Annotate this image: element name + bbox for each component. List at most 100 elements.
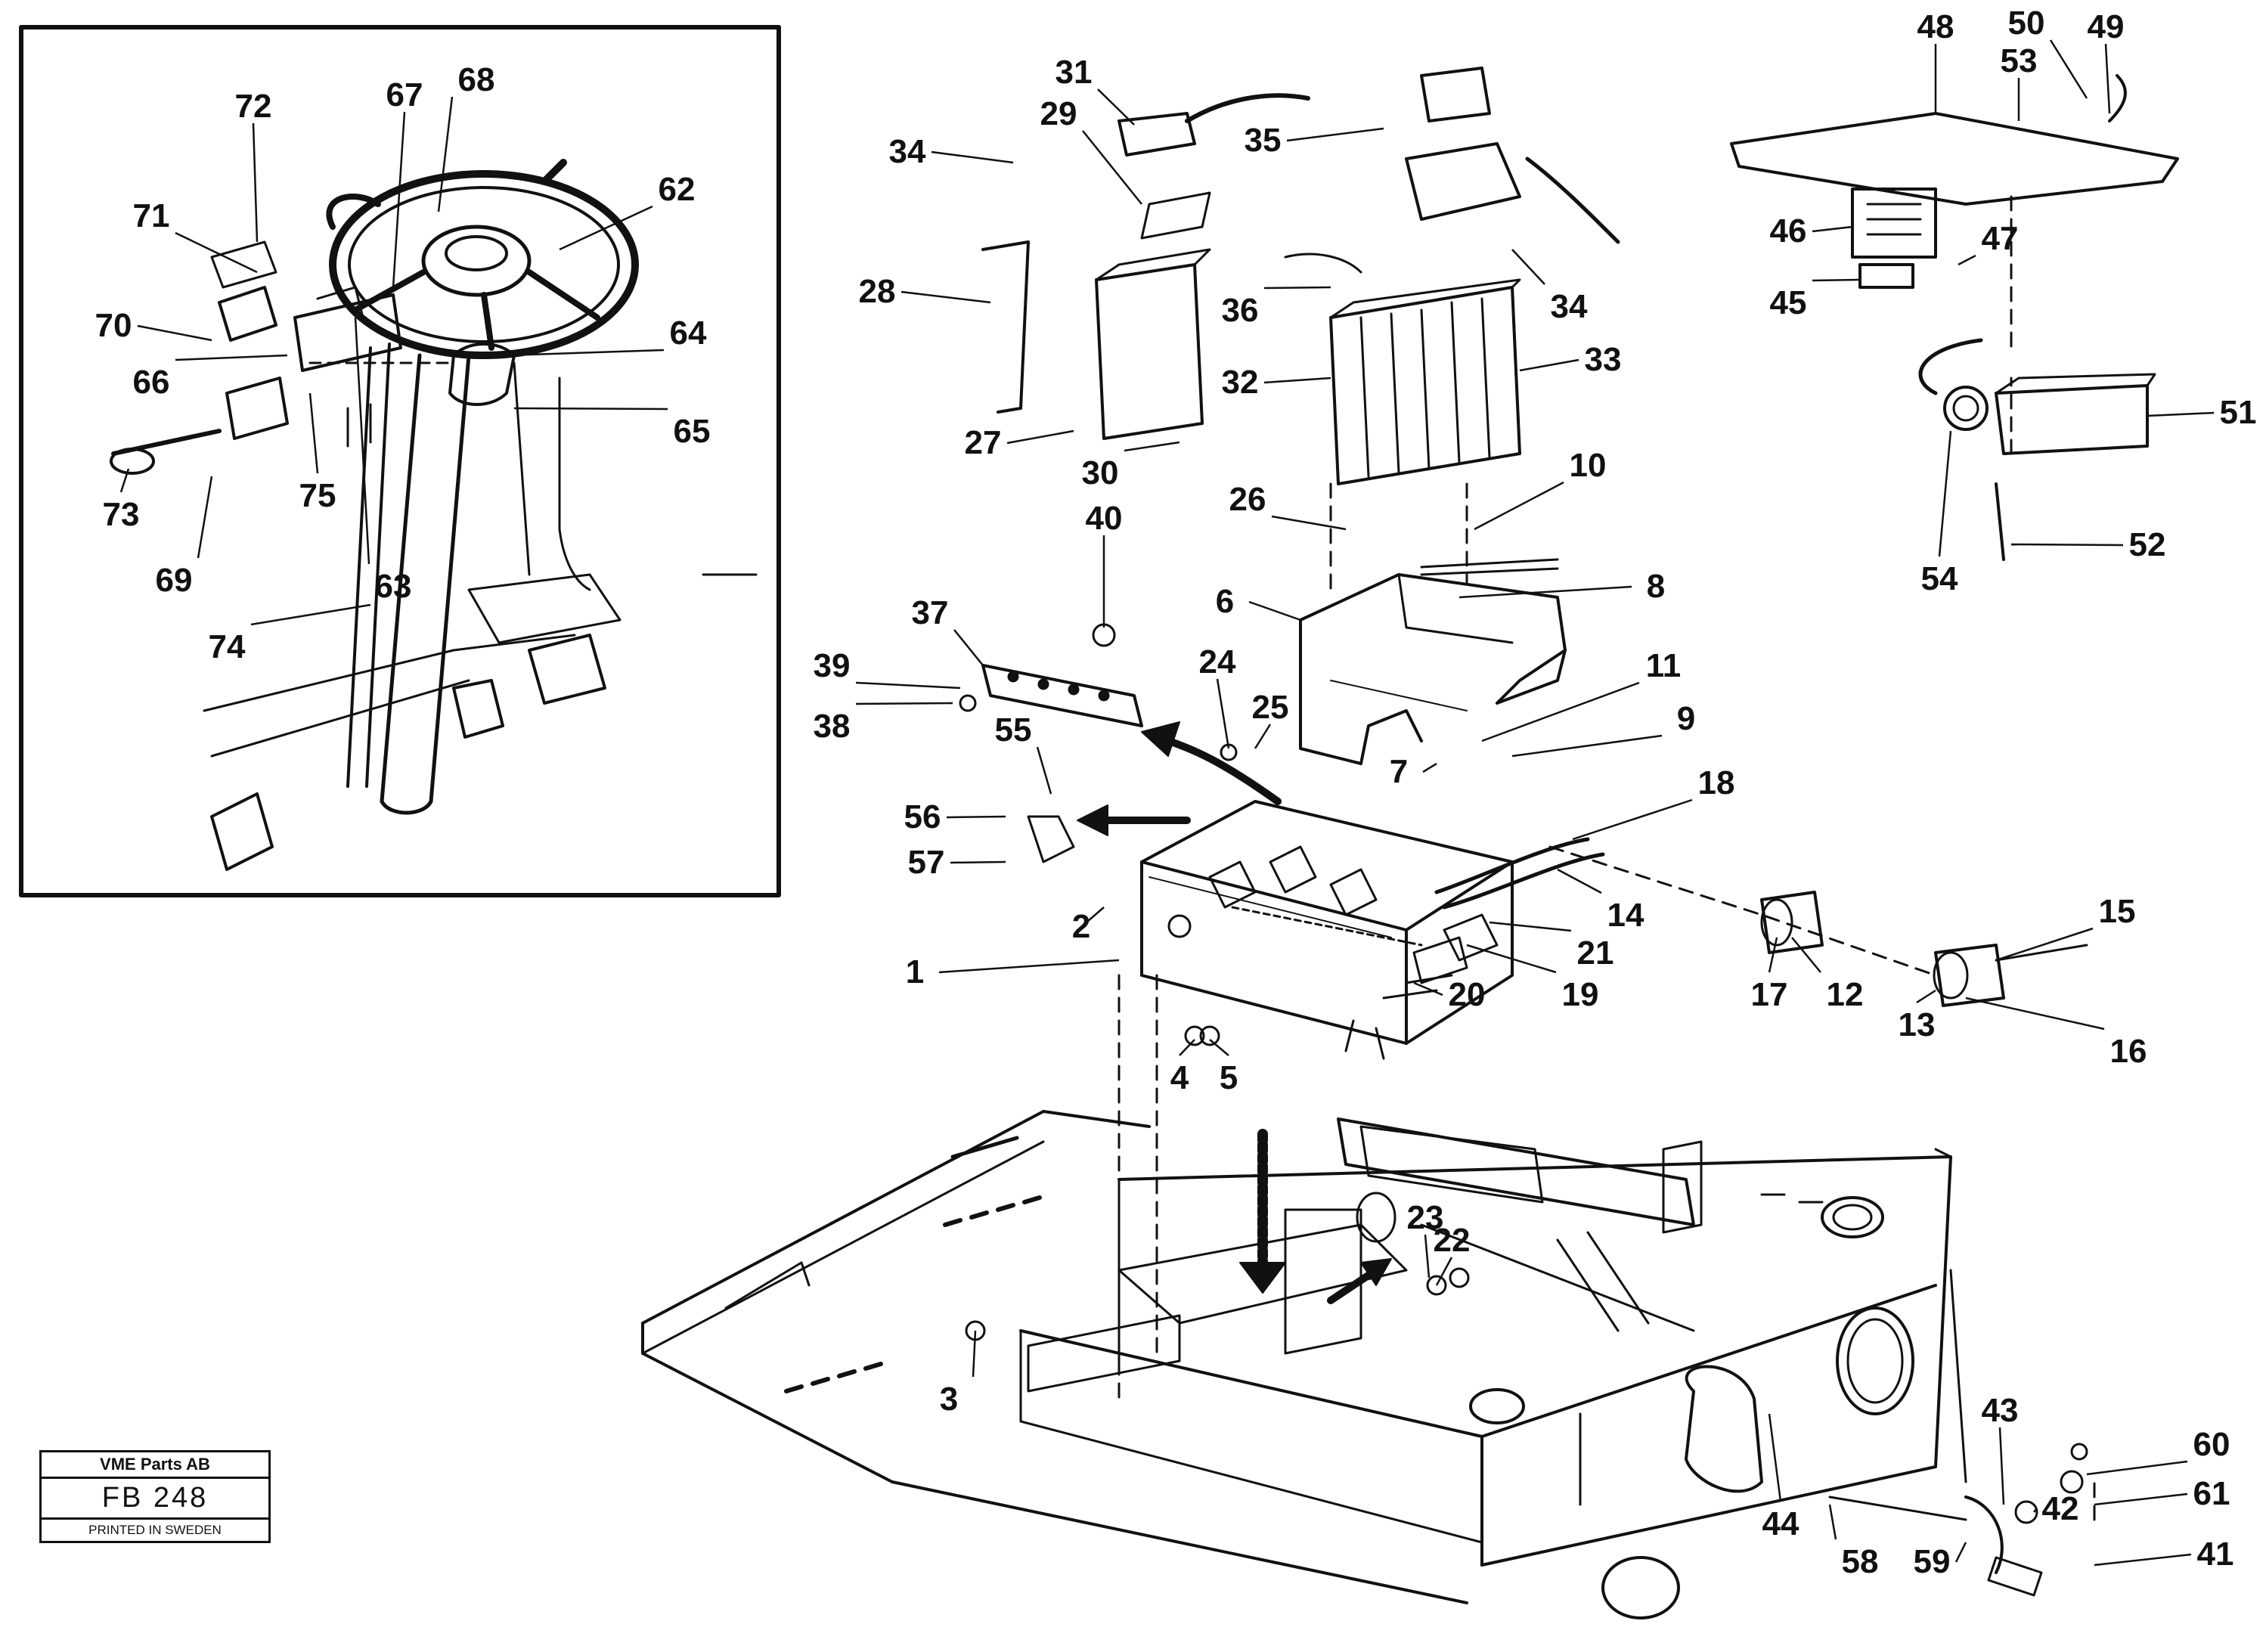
part-callout-6: 6	[1216, 583, 1234, 620]
leader-line-55	[1036, 746, 1052, 795]
leader-line-22	[1435, 1257, 1453, 1286]
part-callout-5: 5	[1220, 1059, 1238, 1096]
part-callout-40: 40	[1086, 500, 1123, 537]
part-callout-75: 75	[299, 477, 336, 514]
part-callout-34: 34	[889, 133, 926, 170]
part-callout-14: 14	[1607, 897, 1644, 934]
part-callout-30: 30	[1082, 454, 1119, 491]
part-callout-55: 55	[995, 711, 1032, 749]
leader-line-44	[1768, 1413, 1782, 1502]
leader-line-59	[1954, 1542, 1967, 1563]
control-unit	[981, 93, 1310, 440]
leader-line-4	[1179, 1039, 1195, 1056]
leader-line-12	[1791, 937, 1821, 973]
relay-module	[1284, 67, 1620, 485]
leader-line-68	[437, 96, 454, 212]
leader-line-37	[953, 629, 984, 666]
part-callout-23: 23	[1407, 1199, 1444, 1236]
leader-line-54	[1938, 430, 1952, 557]
part-callout-46: 46	[1770, 212, 1807, 250]
part-callout-19: 19	[1562, 976, 1599, 1013]
part-callout-9: 9	[1677, 700, 1695, 737]
leader-line-34	[931, 150, 1014, 164]
leader-line-6	[1248, 600, 1301, 621]
leader-line-51	[2147, 411, 2215, 417]
leader-line-62	[559, 205, 653, 251]
mounting-hardware	[1828, 1443, 2088, 1597]
part-callout-66: 66	[133, 364, 170, 401]
leader-line-27	[1006, 429, 1074, 445]
leader-line-65	[513, 407, 668, 411]
stamp-printed: PRINTED IN SWEDEN	[88, 1523, 222, 1537]
part-callout-47: 47	[1982, 220, 2019, 257]
part-callout-53: 53	[2001, 42, 2038, 79]
leader-line-5	[1209, 1039, 1229, 1056]
part-callout-21: 21	[1577, 934, 1614, 972]
part-callout-35: 35	[1245, 122, 1282, 159]
panel-assembly	[1730, 74, 2179, 561]
part-callout-48: 48	[1917, 8, 1954, 45]
leader-line-14	[1557, 868, 1602, 894]
leader-line-70	[137, 324, 212, 342]
part-callout-56: 56	[904, 798, 941, 835]
leader-line-19	[1466, 944, 1557, 974]
part-callout-68: 68	[458, 61, 495, 98]
part-callout-1: 1	[906, 953, 924, 990]
leader-line-58	[1828, 1504, 1837, 1540]
leader-line-61	[2094, 1492, 2188, 1506]
leader-line-75	[308, 392, 319, 474]
leader-line-13	[1916, 989, 1936, 1004]
part-callout-63: 63	[375, 568, 412, 605]
part-callout-52: 52	[2129, 526, 2166, 563]
part-callout-43: 43	[1982, 1392, 2019, 1429]
leader-line-3	[972, 1330, 977, 1378]
leader-line-57	[950, 860, 1006, 864]
part-callout-11: 11	[1646, 647, 1682, 684]
assembly-lines	[1118, 195, 2096, 1521]
leader-line-34	[1511, 249, 1545, 285]
part-callout-41: 41	[2197, 1536, 2234, 1573]
part-callout-61: 61	[2193, 1475, 2230, 1512]
part-callout-34: 34	[1551, 288, 1588, 325]
leader-line-43	[1998, 1427, 2005, 1505]
part-callout-25: 25	[1252, 689, 1289, 726]
leader-line-50	[2049, 39, 2088, 99]
leader-line-63	[354, 317, 370, 565]
part-callout-26: 26	[1229, 481, 1266, 518]
leader-line-74	[250, 603, 371, 626]
part-callout-7: 7	[1390, 753, 1408, 790]
part-callout-2: 2	[1072, 908, 1090, 945]
leader-line-26	[1271, 515, 1347, 531]
part-callout-20: 20	[1449, 976, 1486, 1013]
part-callout-44: 44	[1762, 1505, 1799, 1542]
part-callout-4: 4	[1170, 1059, 1189, 1096]
leader-line-31	[1097, 88, 1135, 126]
part-callout-65: 65	[674, 413, 711, 450]
leader-line-29	[1082, 130, 1142, 205]
part-callout-27: 27	[965, 424, 1002, 461]
leader-line-17	[1768, 937, 1778, 973]
leader-line-33	[1519, 358, 1579, 372]
leader-line-10	[1474, 481, 1564, 531]
part-callout-59: 59	[1914, 1543, 1951, 1580]
part-callout-33: 33	[1585, 341, 1622, 378]
leader-line-39	[855, 681, 961, 690]
leader-line-49	[2104, 43, 2111, 114]
part-callout-18: 18	[1698, 764, 1735, 801]
part-callout-8: 8	[1647, 568, 1665, 605]
part-callout-13: 13	[1899, 1006, 1936, 1043]
stamp-company: VME Parts AB	[42, 1452, 268, 1479]
leader-line-20	[1413, 981, 1443, 996]
stamp-code: FB 248	[42, 1479, 268, 1520]
part-callout-22: 22	[1434, 1222, 1471, 1259]
leader-line-30	[1124, 441, 1180, 452]
part-callout-58: 58	[1842, 1543, 1879, 1580]
part-callout-51: 51	[2220, 394, 2257, 431]
part-callout-74: 74	[209, 628, 246, 665]
leader-line-41	[2094, 1553, 2192, 1567]
leader-line-16	[1965, 996, 2105, 1031]
part-callout-49: 49	[2088, 8, 2125, 45]
leader-line-64	[506, 349, 665, 357]
part-callout-42: 42	[2042, 1490, 2079, 1527]
part-callout-57: 57	[908, 844, 945, 881]
